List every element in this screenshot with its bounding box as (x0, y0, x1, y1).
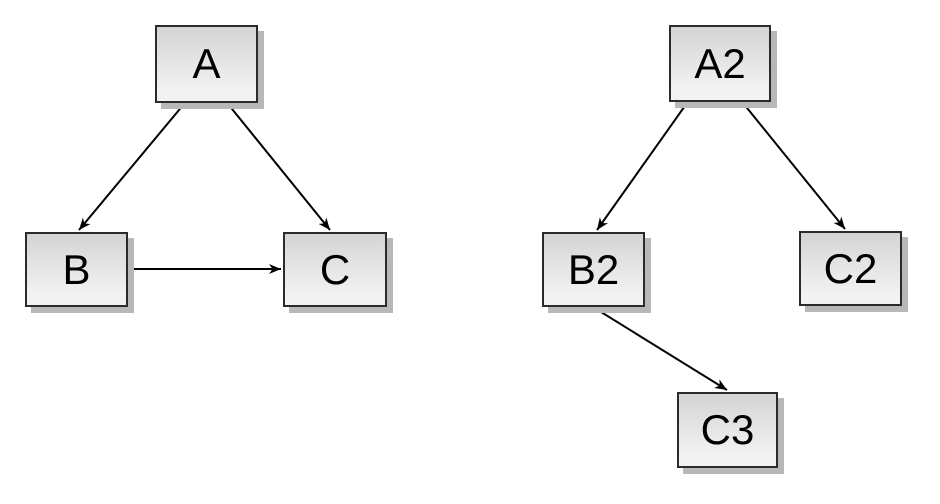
node-label-C: C (319, 245, 351, 293)
edge-A2-B2[interactable] (596, 102, 688, 231)
node-B2[interactable]: B2 (542, 232, 645, 307)
edge-A2-C2[interactable] (742, 102, 846, 230)
node-label-A: A (192, 40, 221, 87)
node-A2[interactable]: A2 (669, 25, 771, 102)
node-A[interactable]: A (155, 25, 258, 103)
edge-A-B[interactable] (78, 103, 185, 231)
node-B[interactable]: B (25, 232, 128, 307)
node-label-B2: B2 (567, 245, 620, 293)
node-label-A2: A2 (694, 39, 746, 87)
node-C3[interactable]: C3 (677, 392, 778, 468)
edge-B2-C3[interactable] (592, 306, 728, 391)
node-C2[interactable]: C2 (799, 231, 902, 306)
node-label-B: B (62, 245, 91, 293)
node-C[interactable]: C (283, 232, 387, 307)
node-label-C3: C3 (700, 406, 755, 453)
node-label-C2: C2 (823, 244, 878, 292)
edge-A-C[interactable] (227, 103, 331, 231)
